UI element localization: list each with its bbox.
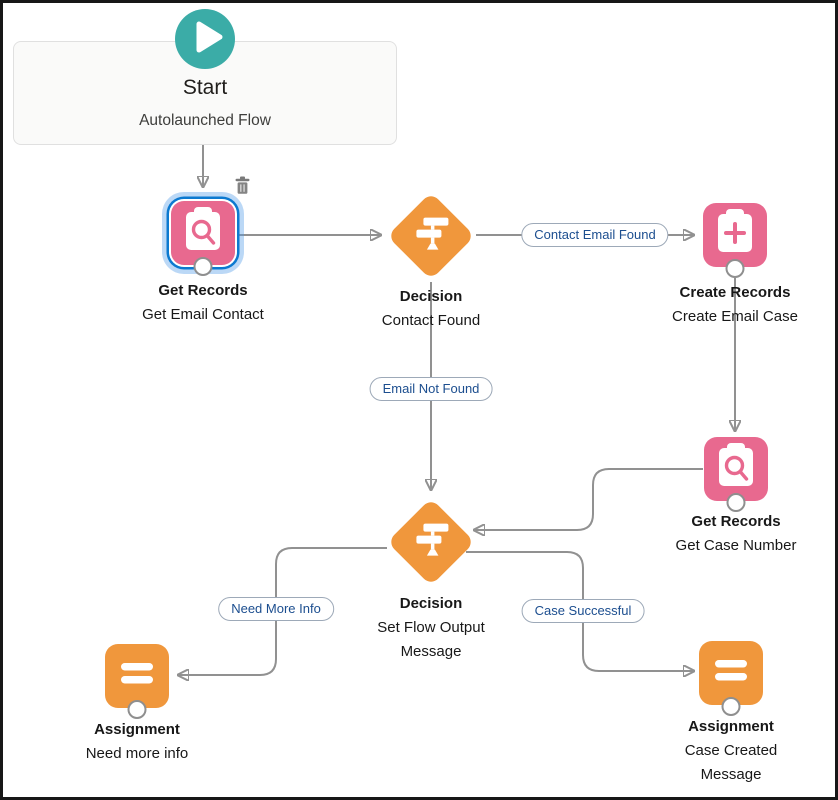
- node-decision-set-flow-output[interactable]: [387, 498, 475, 586]
- node-title: Assignment: [94, 721, 180, 738]
- node-subtitle: Case Created Message: [684, 742, 778, 783]
- start-play-button[interactable]: [175, 9, 235, 69]
- node-title: Assignment: [688, 718, 774, 735]
- node-title: Get Records: [691, 513, 781, 530]
- node-label-assignment-case-created: Assignment Case Created Message: [670, 715, 792, 787]
- node-title: Get Records: [158, 282, 248, 299]
- connector-port[interactable]: [193, 257, 213, 276]
- node-subtitle: Create Email Case: [672, 308, 798, 325]
- node-title: Create Records: [679, 284, 791, 301]
- node-label-create-email-case: Create Records Create Email Case: [672, 281, 798, 329]
- assignment-icon: [105, 642, 169, 711]
- node-subtitle: Get Email Contact: [142, 306, 264, 323]
- record-lookup-icon: [704, 435, 768, 504]
- node-get-email-contact[interactable]: [171, 199, 235, 276]
- node-assignment-need-more-info[interactable]: [105, 642, 169, 719]
- connector-label-case-successful[interactable]: Case Successful: [521, 599, 645, 623]
- connector-port[interactable]: [721, 697, 741, 716]
- connector-label-contact-email-found[interactable]: Contact Email Found: [521, 223, 669, 247]
- node-subtitle: Contact Found: [381, 312, 481, 329]
- start-title: Start: [182, 76, 228, 99]
- connector-label-need-more-info[interactable]: Need More Info: [218, 597, 334, 621]
- node-label-decision-contact-found: Decision Contact Found: [382, 285, 480, 333]
- decision-signpost-icon: [384, 189, 478, 283]
- node-subtitle: Get Case Number: [675, 537, 797, 554]
- node-label-assignment-need-more-info: Assignment Need more info: [86, 718, 189, 766]
- node-label-decision-set-flow-output: Decision Set Flow Output Message: [365, 592, 497, 664]
- connector-label-email-not-found[interactable]: Email Not Found: [369, 377, 493, 401]
- diamond-shape: [387, 498, 475, 586]
- node-assignment-case-created[interactable]: [699, 639, 763, 716]
- node-title: Decision: [399, 288, 463, 305]
- node-create-email-case[interactable]: [703, 201, 767, 278]
- start-subtitle: Autolaunched Flow: [139, 112, 271, 129]
- node-title: Decision: [399, 595, 463, 612]
- delete-button[interactable]: [234, 176, 251, 195]
- node-label-get-email-contact: Get Records Get Email Contact: [142, 279, 264, 327]
- decision-signpost-icon: [384, 495, 478, 589]
- record-create-icon: [703, 201, 767, 270]
- connector-port[interactable]: [725, 259, 745, 278]
- connector-port[interactable]: [127, 700, 147, 719]
- trash-icon: [234, 176, 251, 198]
- connector-get-case-number-to-decision2: [475, 468, 703, 530]
- node-decision-contact-found[interactable]: [387, 192, 475, 280]
- node-get-case-number[interactable]: [704, 435, 768, 512]
- node-subtitle: Need more info: [85, 745, 189, 762]
- record-lookup-icon: [171, 199, 235, 268]
- assignment-icon: [699, 639, 763, 708]
- diamond-shape: [387, 192, 475, 280]
- connector-port[interactable]: [726, 493, 746, 512]
- play-icon: [175, 7, 235, 72]
- node-subtitle: Set Flow Output Message: [377, 619, 485, 660]
- node-label-get-case-number: Get Records Get Case Number: [676, 510, 797, 558]
